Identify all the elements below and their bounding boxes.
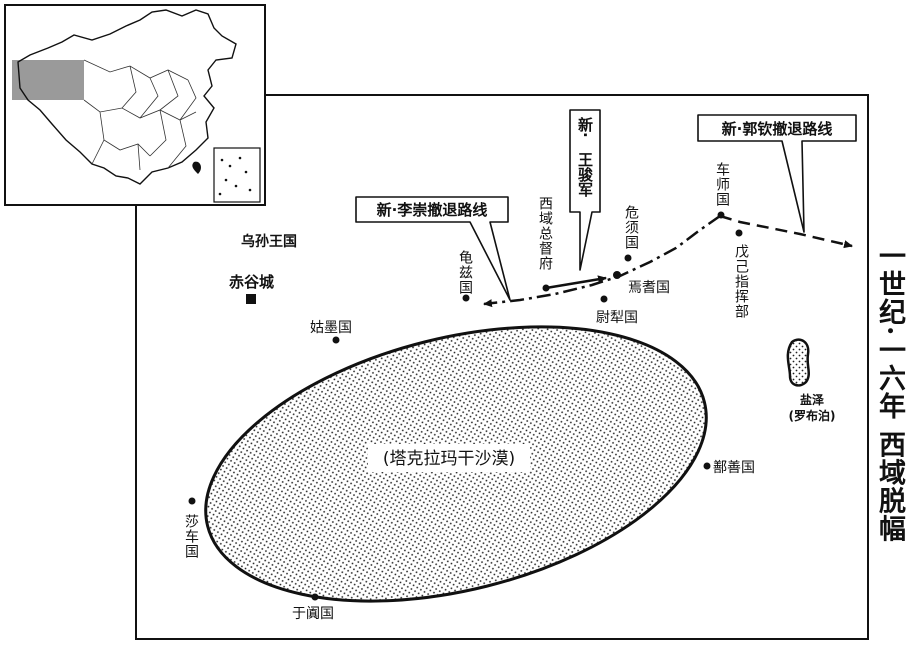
yanqi-dot (613, 271, 621, 279)
wang-jun-callout-label-2: 王骏军 (576, 152, 594, 198)
wang-jun-callout: 新· 王骏军 (569, 109, 601, 271)
yutian-label: 于阗国 (292, 606, 334, 622)
gumo-label: 姑墨国 (310, 320, 352, 336)
inset-hainan (192, 161, 201, 174)
qiuci-label: 龟兹国 (457, 250, 473, 295)
yutian-dot (311, 593, 319, 601)
desert-label-bg (368, 444, 530, 472)
shache-dot (188, 497, 196, 505)
gumo-dot (332, 336, 340, 344)
wang-jun-callout-label-1: 新· (576, 116, 594, 138)
guo-qin-callout: 新·郭钦撤退路线 (697, 114, 857, 233)
wusun-label: 乌孙王国 (241, 233, 297, 250)
weili-label: 尉犁国 (596, 310, 638, 326)
shache-label: 莎车国 (183, 514, 199, 559)
guo-qin-callout-box (697, 114, 857, 233)
xiyu-duhu-dot (542, 284, 550, 292)
lake-alt-label: (罗布泊) (789, 408, 836, 423)
place-dots (188, 211, 743, 601)
map-title: 一世纪·一六年 西域脱幅 (874, 242, 905, 543)
li-chong-callout: 新·李崇撤退路线 (355, 196, 511, 301)
guo-qin-route (719, 214, 853, 249)
chigu-label: 赤谷城 (229, 273, 274, 291)
inset-china-outline (17, 9, 237, 185)
xiyu-duhu-label: 西域总督府 (537, 196, 553, 271)
wuji-dot (735, 229, 743, 237)
cheshi-label: 车师国 (714, 161, 730, 207)
guo-qin-callout-label: 新·郭钦撤退路线 (722, 120, 833, 138)
lake-label: 盐泽 (800, 392, 824, 407)
yanqi-label: 焉耆国 (628, 280, 670, 296)
shanshan-dot (703, 462, 711, 470)
li-chong-callout-box (355, 196, 511, 301)
chigu-square (246, 294, 256, 304)
cheshi-dot (717, 211, 725, 219)
li-chong-callout-label: 新·李崇撤退路线 (377, 201, 488, 219)
wuji-label: 戊己指挥部 (733, 244, 749, 319)
desert-label: (塔克拉玛干沙漠) (383, 449, 515, 469)
shanshan-label: 鄯善国 (713, 459, 755, 476)
lake-lop-nur (786, 338, 810, 387)
inset-highlight-region (12, 60, 84, 100)
qiuci-dot (462, 294, 470, 302)
inset-south-sea-islands (218, 156, 252, 196)
inset-south-sea-box (213, 147, 261, 203)
inset-map (4, 4, 266, 206)
weixu-label: 危须国 (623, 205, 639, 250)
weixu-dot (624, 254, 632, 262)
wang-jun-route (545, 275, 607, 290)
weili-dot (600, 295, 608, 303)
wang-jun-callout-box (569, 109, 601, 271)
inset-province-lines (83, 59, 197, 171)
